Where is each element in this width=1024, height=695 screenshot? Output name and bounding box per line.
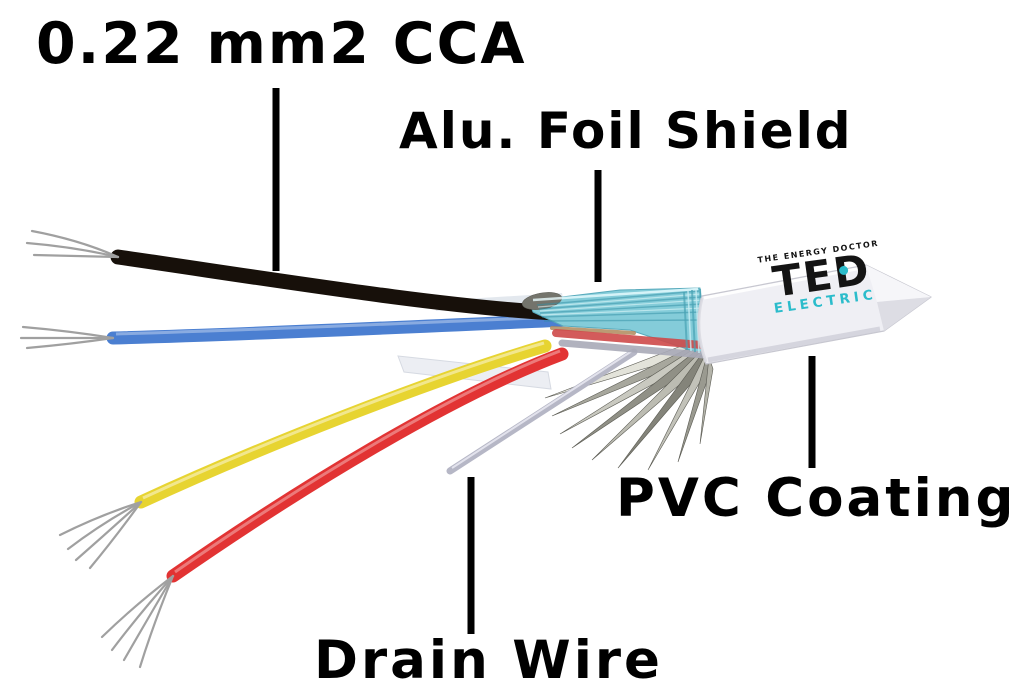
drain-wire-highlight — [451, 350, 633, 469]
foil-crinkle — [687, 290, 692, 352]
yellow-wire — [134, 339, 552, 509]
black-wire — [110, 249, 564, 321]
wire-strand — [110, 574, 175, 652]
pvc-left-edge — [697, 297, 708, 363]
inner-gray-wire — [558, 339, 708, 359]
yellow-wire-strands — [58, 500, 143, 570]
wire-strand — [122, 574, 175, 662]
foil-striation — [532, 287, 699, 302]
yellow-wire-highlight — [142, 341, 545, 500]
blue-wire-highlight — [115, 315, 561, 336]
foil-striation — [537, 293, 701, 308]
inner-red-wire — [552, 329, 706, 349]
inner-tan-wire — [550, 326, 636, 335]
pvc-top-highlight — [703, 266, 863, 300]
red-wire-strands — [100, 574, 175, 669]
blue-wire-strands — [19, 325, 115, 350]
foil-striation — [536, 290, 700, 306]
label-drain-wire: Drain Wire — [314, 630, 663, 691]
wire-strand — [74, 500, 143, 562]
foil-crinkle — [683, 291, 688, 351]
wire-strand — [25, 336, 115, 350]
callout-lines — [272, 88, 816, 634]
foil-striation — [540, 307, 704, 316]
label-pvc-coating: PVC Coating — [616, 468, 1017, 529]
pvc-tip-bevel-lower — [877, 297, 931, 331]
foil-striation — [539, 303, 703, 314]
red-wire-highlight — [174, 349, 561, 574]
red-wire — [166, 347, 569, 583]
label-foil-shield: Alu. Foil Shield — [399, 102, 853, 160]
wire-strand — [88, 500, 143, 570]
foil-crinkle — [691, 289, 696, 353]
wire-strand — [100, 574, 175, 639]
wire-strand — [32, 253, 120, 259]
inner-wires-under-foil — [550, 326, 708, 359]
pvc-bottom-shade — [707, 326, 881, 363]
black-wire-strands — [25, 229, 120, 259]
pvc-tip-bevel-upper — [866, 265, 931, 302]
wire-strand — [66, 500, 143, 551]
wire-strand — [30, 229, 120, 259]
wire-strand — [138, 574, 175, 669]
wire-strand — [25, 241, 120, 259]
label-cca: 0.22 mm2 CCA — [36, 11, 527, 77]
foil-fan — [544, 339, 714, 471]
foil-striation — [538, 296, 702, 310]
wire-strand — [58, 500, 143, 537]
drain-wire — [446, 348, 638, 475]
foil-striations — [532, 287, 705, 322]
foil-striation — [541, 311, 704, 318]
wire-strand — [21, 325, 115, 340]
blue-wire — [106, 313, 573, 345]
foil-striation — [543, 319, 705, 322]
foil-striation — [539, 299, 703, 312]
logo-wordmark: TED — [770, 244, 874, 306]
